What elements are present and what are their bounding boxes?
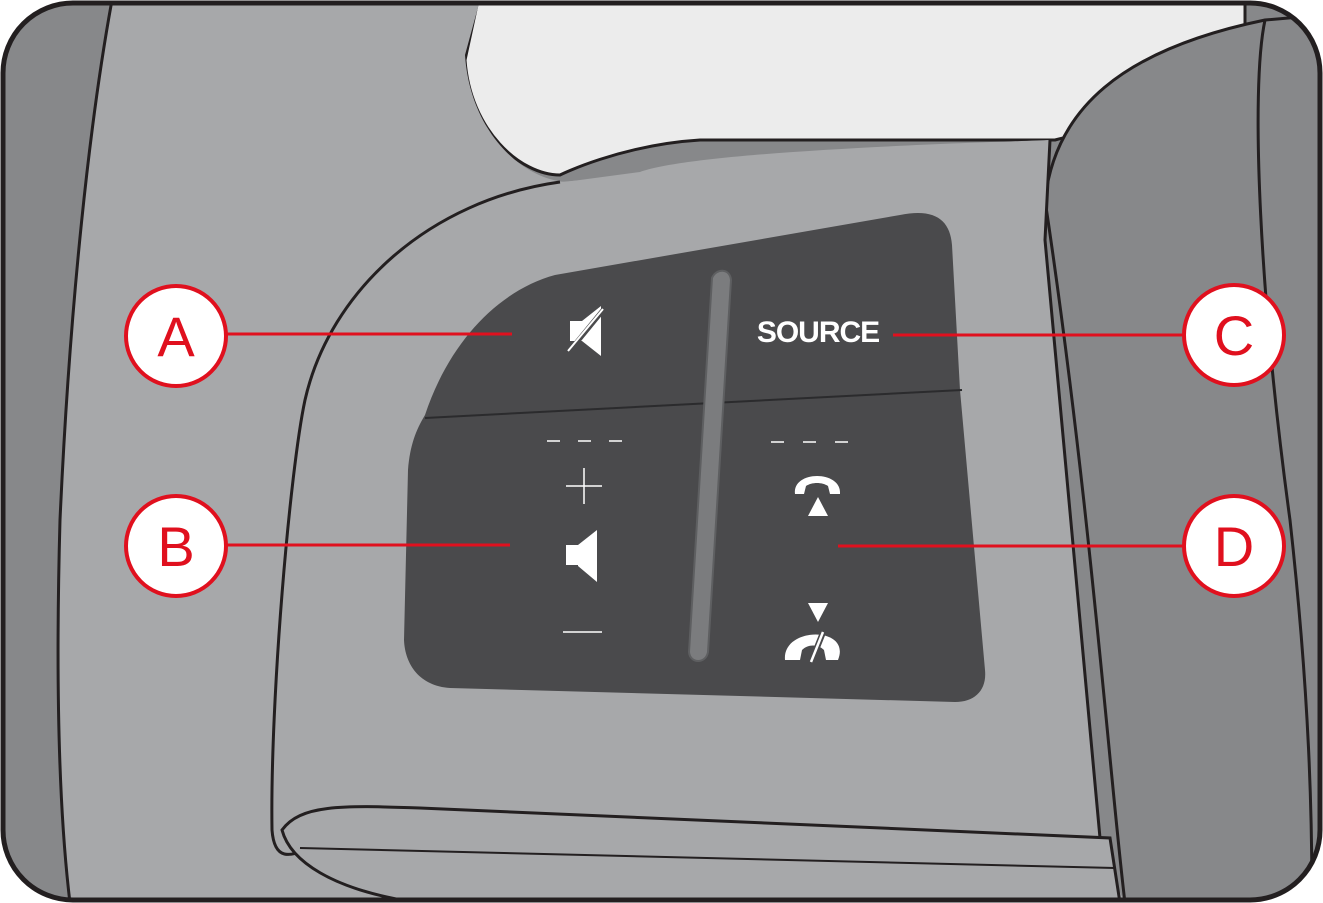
callout-letter-a: A: [157, 305, 195, 368]
plus-icon: [566, 468, 602, 504]
right-rim-edge: [1256, 19, 1314, 900]
phone-rocker[interactable]: [771, 441, 848, 667]
source-button[interactable]: SOURCE: [757, 316, 880, 349]
control-panel: [404, 213, 986, 702]
panel-divider: [687, 269, 733, 662]
lower-lip-seam: [299, 847, 1116, 869]
phone-hangup-icon: [784, 603, 840, 667]
speaker-icon: [566, 530, 597, 582]
callout-letter-d: D: [1214, 515, 1254, 578]
panel-seam-horizontal: [424, 389, 963, 419]
callout-c: C: [1182, 283, 1286, 387]
callout-a: A: [124, 284, 228, 388]
callout-lines: [224, 332, 1182, 548]
speaker-mute-icon: [566, 306, 606, 356]
mute-button[interactable]: [566, 306, 606, 356]
left-rim: [3, 3, 114, 900]
right-rim: [1043, 3, 1320, 900]
source-label: SOURCE: [757, 316, 879, 349]
phone-answer-icon: [794, 476, 841, 516]
callout-letter-c: C: [1214, 304, 1254, 367]
callout-letter-b: B: [157, 515, 194, 578]
callout-b: B: [124, 494, 228, 598]
volume-rocker[interactable]: [547, 440, 622, 633]
lower-lip: [280, 805, 1122, 900]
callout-d: D: [1182, 494, 1286, 598]
